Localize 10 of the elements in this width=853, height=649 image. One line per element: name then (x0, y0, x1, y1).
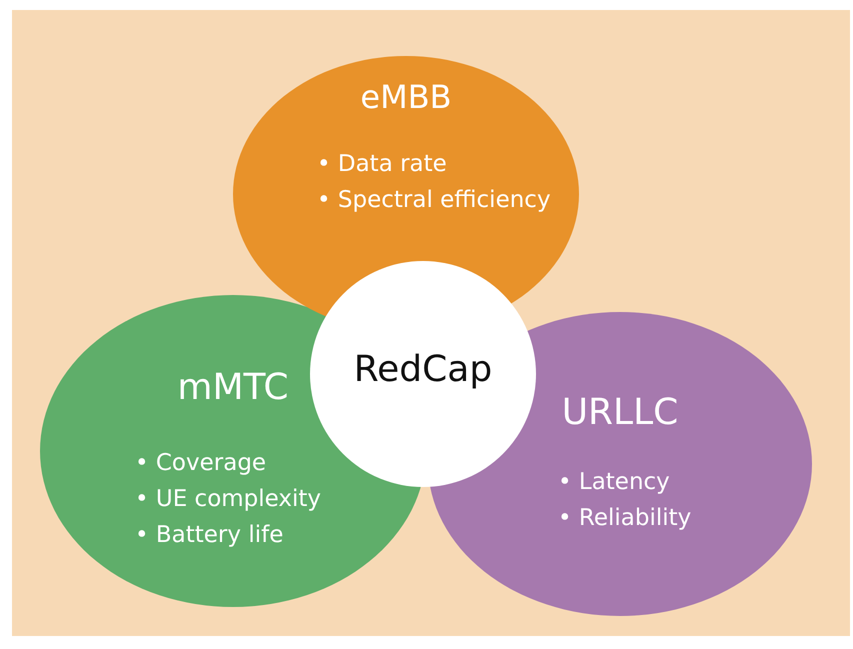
bullet-item: • Latency (558, 468, 671, 497)
bullet-item: • Battery life (135, 521, 284, 550)
bullet-item: • UE complexity (135, 485, 322, 514)
bullet-item: • Reliability (558, 504, 692, 533)
category-title: RedCap (352, 349, 494, 390)
bullet-item: • Data rate (317, 150, 448, 179)
category-title: URLLC (560, 392, 680, 433)
bullet-item: • Coverage (135, 449, 268, 478)
bullet-item: • Spectral efficiency (317, 186, 551, 215)
category-title: eMBB (359, 78, 453, 116)
